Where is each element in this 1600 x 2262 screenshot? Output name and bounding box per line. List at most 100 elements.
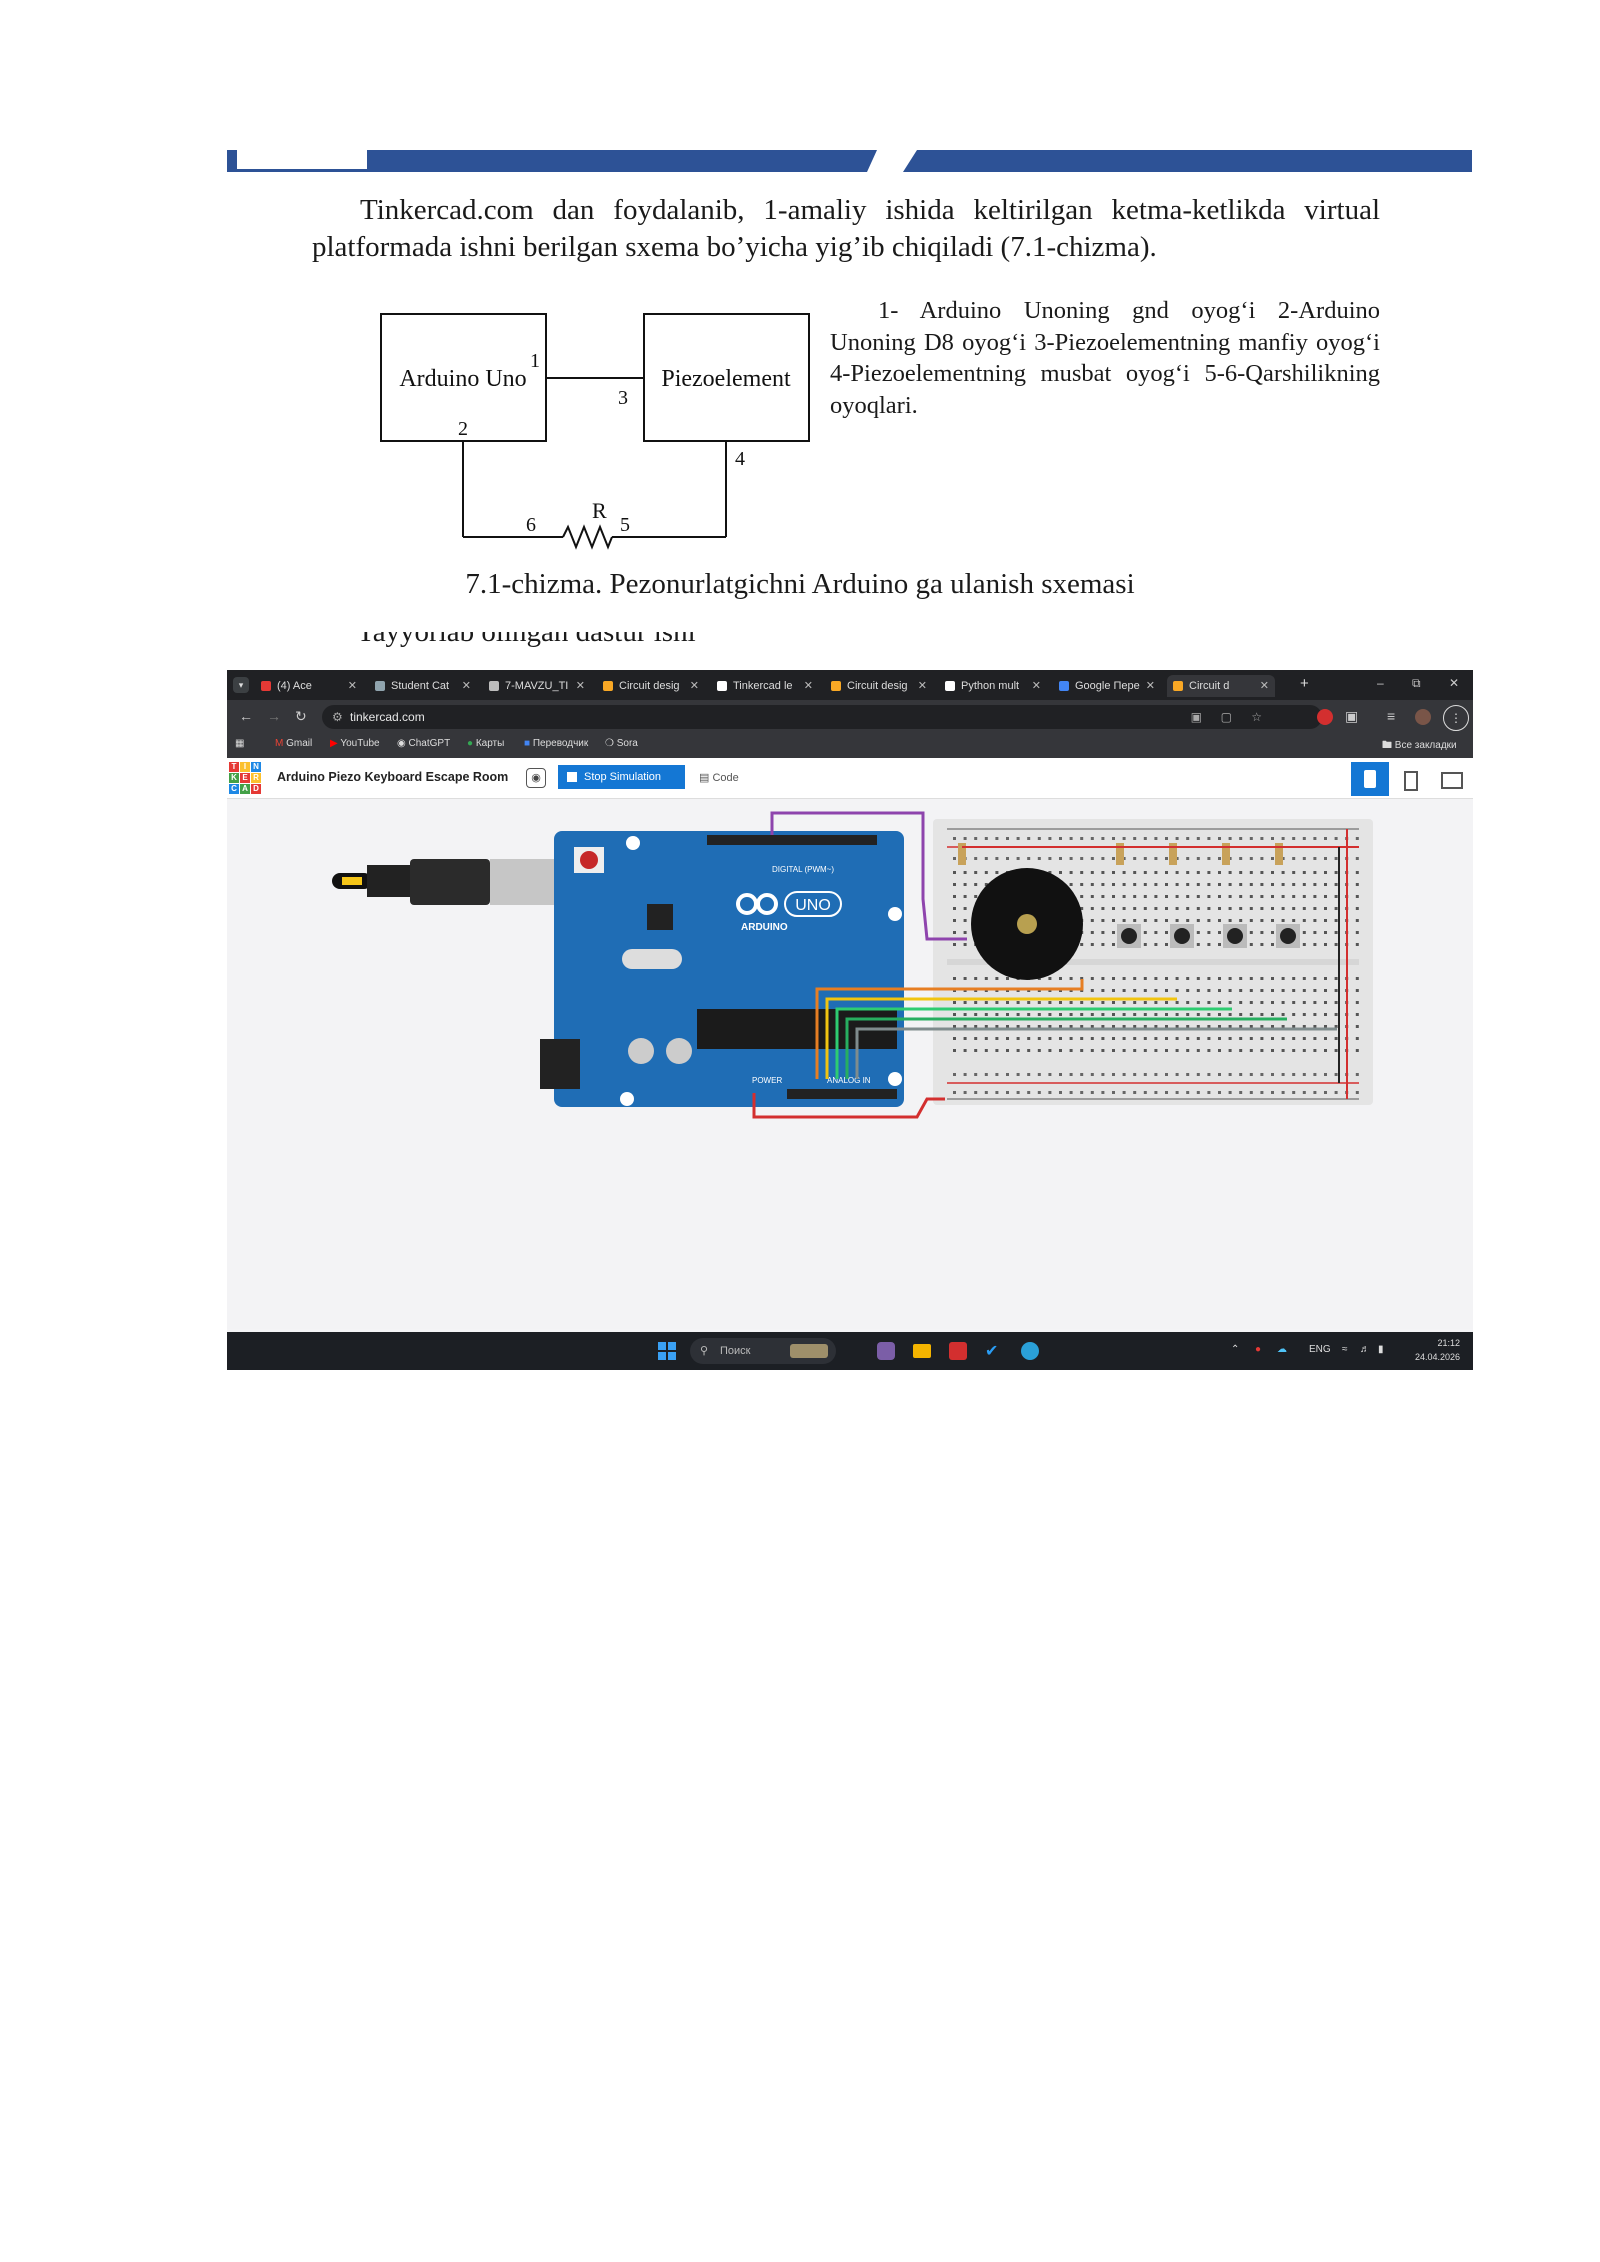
browser-tab[interactable]: 7-MAVZU_TI✕	[483, 675, 591, 697]
new-tab-button[interactable]: +	[1300, 675, 1309, 692]
breadboard-hole	[1281, 1049, 1285, 1052]
rail-hole	[1080, 837, 1084, 840]
close-icon[interactable]: ✕	[689, 680, 699, 692]
piezo-buzzer[interactable]	[971, 868, 1083, 980]
code-button[interactable]: ▤ Code	[699, 771, 739, 784]
browser-tab[interactable]: Student Cat✕	[369, 675, 477, 697]
bookmark-item[interactable]: ■ Переводчик	[524, 738, 588, 749]
star-icon[interactable]: ☆	[1251, 710, 1262, 724]
bookmark-item[interactable]: M Gmail	[275, 738, 312, 749]
tinkercad-logo[interactable]: T I N K E R C A D	[229, 762, 263, 796]
translate-icon[interactable]: ▣	[1190, 710, 1202, 724]
breadboard-hole	[1281, 907, 1285, 910]
app-icon[interactable]	[949, 1342, 967, 1360]
bookmark-item[interactable]: 🖿 Все закладки	[1382, 738, 1457, 755]
bookmark-label: Sora	[616, 738, 638, 749]
bookmark-item[interactable]: ● Карты	[467, 738, 504, 749]
close-icon[interactable]: ✕	[803, 680, 813, 692]
stop-simulation-button[interactable]: Stop Simulation	[558, 765, 685, 789]
bookmark-item[interactable]: ◉ ChatGPT	[397, 738, 450, 749]
browser-tab[interactable]: (4) Ace✕	[255, 675, 363, 697]
breadboard-hole	[1281, 919, 1285, 922]
breadboard-hole	[1271, 1037, 1274, 1040]
close-icon[interactable]: ✕	[917, 680, 927, 692]
minimize-icon[interactable]: –	[1377, 676, 1384, 690]
rail-hole	[1154, 837, 1158, 840]
close-icon[interactable]: ✕	[1259, 680, 1269, 692]
reload-icon[interactable]: ↻	[295, 708, 307, 724]
restore-icon[interactable]: ⧉	[1412, 676, 1421, 690]
extension-icon[interactable]	[1317, 709, 1333, 725]
taskbar-clock[interactable]: 21:12 24.04.2026	[1410, 1336, 1460, 1364]
close-icon[interactable]: ✕	[347, 680, 357, 692]
rail-hole	[1175, 837, 1179, 840]
project-title[interactable]: Arduino Piezo Keyboard Escape Room	[277, 770, 509, 784]
site-info-icon[interactable]: ⚙	[332, 710, 343, 724]
share-icon[interactable]: ◉	[526, 768, 546, 788]
breadboard-hole	[1112, 871, 1115, 874]
bookmark-item[interactable]: ❍ Sora	[605, 738, 638, 749]
vscode-icon[interactable]: ✔	[985, 1343, 999, 1360]
breadboard-hole	[1186, 883, 1190, 886]
battery-icon[interactable]: ▮	[1378, 1344, 1384, 1355]
breadboard-hole	[974, 977, 978, 980]
url-field[interactable]: ⚙ tinkercad.com ▣ ▢ ☆	[322, 705, 1322, 729]
breadboard-hole	[1080, 1037, 1084, 1040]
tab-favicon-icon	[489, 681, 499, 691]
bookmark-item[interactable]: ▶ YouTube	[330, 738, 380, 749]
onedrive-icon[interactable]: ☁	[1277, 1344, 1287, 1355]
install-icon[interactable]: ▢	[1220, 710, 1232, 724]
circuit-canvas[interactable]: ARDUINO UNO DIGITAL (PWM~) POWER ANALOG …	[227, 799, 1473, 1329]
tab-search-icon[interactable]: ▾	[233, 677, 249, 693]
breadboard-hole	[1218, 895, 1221, 898]
schematic-view-button[interactable]	[1391, 762, 1429, 796]
browser-tab[interactable]: Circuit desig✕	[597, 675, 705, 697]
volume-icon[interactable]: ♬	[1360, 1344, 1370, 1355]
browser-tab[interactable]: Python mult✕	[939, 675, 1047, 697]
breadboard-hole	[1186, 1013, 1190, 1016]
wifi-icon[interactable]: ≈	[1342, 1344, 1348, 1355]
file-explorer-icon[interactable]	[913, 1344, 931, 1358]
extensions-icon[interactable]: ▣	[1345, 708, 1359, 724]
breadboard-hole	[1080, 883, 1084, 886]
tray-app-icon[interactable]: ●	[1255, 1344, 1262, 1355]
rail-hole	[1324, 837, 1327, 840]
chatgpt-icon: ◉	[397, 738, 406, 749]
avatar[interactable]	[1415, 709, 1431, 725]
breadboard-hole	[1133, 871, 1137, 874]
breadboard-hole	[1292, 883, 1296, 886]
browser-tab-active[interactable]: Circuit d✕	[1167, 675, 1275, 697]
close-window-icon[interactable]: ✕	[1449, 676, 1460, 690]
forward-icon[interactable]: →	[267, 708, 281, 724]
component-list-button[interactable]	[1431, 762, 1469, 796]
breadboard-hole	[1218, 1013, 1221, 1016]
menu-icon[interactable]: ⋮	[1443, 705, 1469, 731]
breadboard-hole	[974, 1025, 978, 1028]
breadboard-hole	[1207, 907, 1211, 910]
media-icon[interactable]: ≡	[1387, 708, 1396, 724]
close-icon[interactable]: ✕	[1031, 680, 1041, 692]
telegram-icon[interactable]	[1021, 1342, 1039, 1360]
tray-chevron-icon[interactable]: ⌃	[1231, 1344, 1240, 1355]
arduino-board[interactable]: ARDUINO UNO DIGITAL (PWM~) POWER ANALOG …	[540, 831, 904, 1107]
close-icon[interactable]: ✕	[575, 680, 585, 692]
breadboard-hole	[1324, 1037, 1327, 1040]
breadboard-hole	[1186, 989, 1190, 992]
browser-tab[interactable]: Circuit desig✕	[825, 675, 933, 697]
taskbar-search[interactable]: ⚲ Поиск	[690, 1338, 836, 1364]
rail-hole	[963, 837, 967, 840]
breadboard-hole	[1260, 1025, 1264, 1028]
breadboard-hole	[1334, 1049, 1338, 1052]
push-buttons[interactable]	[1117, 924, 1300, 948]
copilot-icon[interactable]	[877, 1342, 895, 1360]
bookmark-label: Все закладки	[1394, 740, 1457, 751]
browser-tab[interactable]: Tinkercad le✕	[711, 675, 819, 697]
back-icon[interactable]: ←	[239, 708, 253, 724]
language-indicator[interactable]: ENG	[1309, 1344, 1331, 1355]
close-icon[interactable]: ✕	[461, 680, 471, 692]
windows-start-icon[interactable]	[658, 1342, 676, 1360]
components-panel-button[interactable]	[1351, 762, 1389, 796]
close-icon[interactable]: ✕	[1145, 680, 1155, 692]
browser-tab[interactable]: Google Пере✕	[1053, 675, 1161, 697]
apps-icon[interactable]: ▦	[235, 738, 245, 749]
